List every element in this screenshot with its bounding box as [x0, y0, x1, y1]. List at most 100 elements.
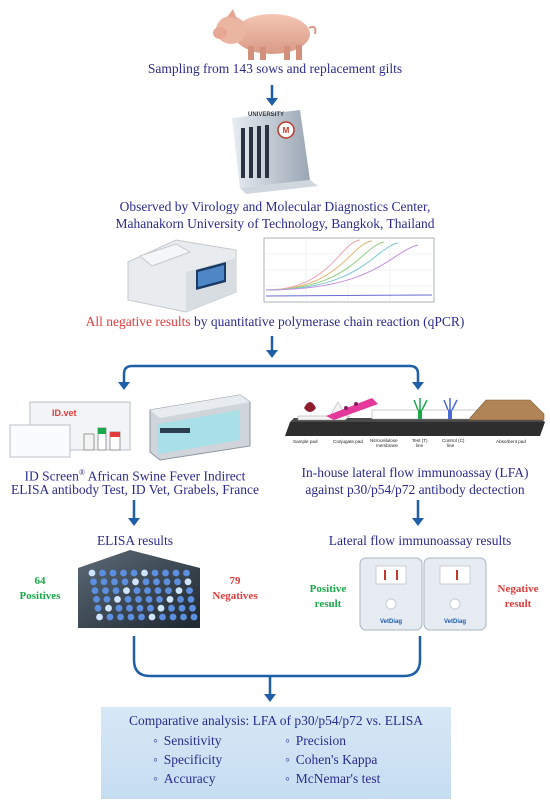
plate-well: [168, 604, 175, 612]
plate-well: [117, 613, 124, 621]
plate-well: [157, 604, 165, 612]
plate-well: [178, 604, 186, 612]
registered-mark: ®: [78, 468, 85, 477]
plate-well: [147, 604, 154, 612]
plate-well: [169, 613, 177, 621]
lfa-title-line-1: In-house lateral flow immunoassay (LFA): [301, 465, 529, 480]
strip-label-control-1: Control (C): [442, 438, 465, 443]
plate-well: [190, 613, 198, 621]
plate-well: [148, 613, 156, 621]
plate-well: [99, 569, 106, 577]
plate-well: [138, 613, 145, 621]
comparative-analysis-title: Comparative analysis: LFA of p30/p54/p72…: [128, 713, 424, 728]
plate-well: [144, 587, 151, 594]
plate-well: [189, 604, 196, 612]
plate-well: [187, 596, 195, 603]
metric-item: Precision: [285, 733, 346, 749]
elisa-reader-image: [149, 394, 251, 461]
plate-well: [180, 613, 187, 621]
plate-well: [174, 578, 181, 586]
plate-well: [162, 569, 169, 577]
step-sampling-text: Sampling from 143 sows and replacement g…: [147, 61, 403, 76]
metric-item: McNemar's test: [285, 771, 381, 787]
strip-label-membrane-2: membrane: [376, 443, 398, 448]
plate-well: [109, 569, 117, 577]
plate-well: [135, 596, 142, 603]
cassette-brand-1: VetDiag: [380, 619, 402, 625]
elisa-kit-image: ID.vet: [9, 401, 131, 458]
plate-well: [127, 613, 135, 621]
plate-well: [111, 578, 118, 586]
metric-item: Sensitivity: [153, 733, 222, 749]
plate-well: [130, 569, 138, 577]
comparative-analysis-box: Comparative analysis: LFA of p30/p54/p72…: [101, 707, 451, 799]
plate-well: [156, 596, 163, 603]
plate-well: [103, 596, 111, 603]
elisa-negative-label: Negatives: [212, 590, 258, 602]
elisa-plate-image: [78, 550, 200, 628]
plate-well: [106, 613, 114, 621]
plate-well: [121, 578, 129, 586]
strip-label-absorbent: Absorbent pad: [496, 439, 526, 444]
lfa-results-title: Lateral flow immunoassay results: [328, 533, 512, 548]
qpcr-machine-icon: [127, 239, 237, 313]
metric-item: Specificity: [153, 752, 222, 768]
plate-well: [166, 596, 174, 603]
elisa-results-title: ELISA results: [96, 533, 174, 548]
strip-label-test-2: line: [416, 443, 424, 448]
merge-arrows: [132, 636, 422, 696]
plate-well: [126, 604, 133, 612]
plate-well: [183, 569, 190, 577]
plate-well: [112, 587, 120, 594]
plate-well: [124, 596, 132, 603]
svg-text:M: M: [283, 126, 290, 135]
plate-well: [132, 578, 139, 586]
elisa-kit-title-line-1: ID Screen® African Swine Fever Indirect: [0, 464, 270, 485]
elisa-positive-label: Positives: [19, 590, 61, 602]
plate-well: [151, 569, 159, 577]
lfa-positive-label-1: Positive: [309, 583, 347, 595]
plate-well: [175, 587, 183, 594]
strip-label-test-1: Test (T): [412, 438, 428, 443]
plate-well: [96, 613, 103, 621]
qpcr-method-label: by quantitative polymerase chain reactio…: [190, 314, 465, 329]
plate-well: [163, 578, 171, 586]
plate-well: [105, 604, 112, 612]
elisa-kit-name: ID Screen: [24, 468, 79, 484]
plate-well: [94, 604, 102, 612]
strip-label-membrane-1: Nitrocellulose: [370, 438, 398, 443]
lfa-negative-label-2: result: [504, 598, 532, 610]
plate-well: [145, 596, 153, 603]
building-sign: UNIVERSITY: [248, 112, 284, 118]
plate-well: [123, 587, 130, 594]
kit-brand-label: ID.vet: [52, 408, 77, 418]
plate-well: [165, 587, 172, 594]
arrow-down-1: [266, 85, 278, 106]
plate-well: [133, 587, 141, 594]
elisa-kit-name-rest: African Swine Fever Indirect: [84, 468, 246, 484]
elisa-negative-count: 79: [229, 575, 241, 587]
plate-well: [100, 578, 108, 586]
pig-icon: [213, 9, 317, 60]
plate-well: [114, 596, 121, 603]
plate-well: [141, 569, 148, 577]
qpcr-amplification-plot: [263, 237, 435, 303]
lfa-positive-label-2: result: [314, 598, 342, 610]
plate-well: [115, 604, 123, 612]
plate-well: [136, 604, 144, 612]
plate-well: [186, 587, 193, 594]
metric-item: Accuracy: [153, 771, 216, 787]
metric-item: Cohen's Kappa: [285, 752, 378, 768]
plate-well: [159, 613, 166, 621]
lfa-cassettes-image: VetDiag VetDiag: [359, 557, 487, 631]
lfa-strip-diagram: Sample pad Conjugate pad Nitrocellulose …: [285, 398, 545, 448]
plate-well: [120, 569, 127, 577]
lfa-title-line-2: against p30/p54/p72 antibody dectection: [305, 482, 525, 497]
elisa-positive-count: 64: [34, 575, 46, 587]
strip-label-conjugate: Conjugate pad: [333, 439, 363, 444]
university-building-icon: M UNIVERSITY: [232, 110, 318, 194]
plate-well: [172, 569, 180, 577]
plate-well: [102, 587, 109, 594]
qpcr-negative-label: All negative results: [85, 314, 191, 329]
plate-well: [142, 578, 150, 586]
